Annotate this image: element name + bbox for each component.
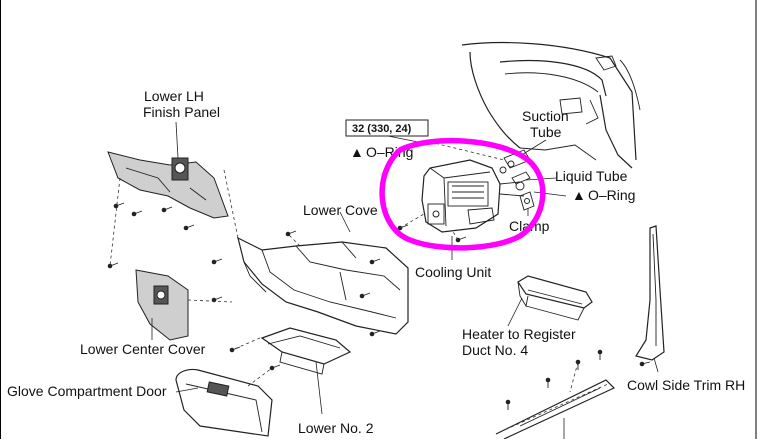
label-glove-compartment-door: Glove Compartment Door <box>7 383 167 399</box>
fastener-bolts <box>107 202 651 410</box>
torque-spec-text: 32 (330, 24) <box>352 123 412 135</box>
label-heater-duct-2: Duct No. 4 <box>462 342 528 358</box>
o-ring-marker-right: ▲ <box>572 187 586 203</box>
label-suction-tube-1: Suction <box>522 108 569 124</box>
label-liquid-tube: Liquid Tube <box>555 168 628 184</box>
cowl-side-trim <box>635 225 665 361</box>
label-lower-cover: Lower Cove <box>303 202 378 218</box>
clamp-part <box>519 191 535 211</box>
label-suction-tube-2: Tube <box>530 124 562 140</box>
o-ring-marker-left: ▲ <box>350 144 364 160</box>
heater-register-duct <box>517 275 593 321</box>
lower-lh-finish-panel <box>107 151 229 219</box>
highlight-circle <box>379 137 546 251</box>
assembly-guide-lines <box>109 141 579 393</box>
label-lower-lh-finish-panel-1: Lower LH <box>144 88 204 104</box>
scuff-plate <box>495 379 616 440</box>
torque-spec-box: 32 (330, 24) <box>345 119 429 137</box>
label-lower-no2: Lower No. 2 <box>298 420 374 436</box>
glove-compartment-door <box>175 368 273 437</box>
label-o-ring-right: O–Ring <box>588 187 635 203</box>
label-cooling-unit: Cooling Unit <box>415 264 491 280</box>
lower-center-cover <box>135 269 189 341</box>
dashboard-outline <box>461 41 641 169</box>
label-heater-duct-1: Heater to Register <box>462 326 576 342</box>
label-lower-center-cover: Lower Center Cover <box>80 341 206 357</box>
lower-cover-panel <box>237 236 409 335</box>
diagram-labels: Lower LH Finish Panel Lower Cove ▲ O–Rin… <box>7 88 745 436</box>
cooling-unit <box>421 159 525 233</box>
label-lower-lh-finish-panel-2: Finish Panel <box>143 104 220 120</box>
lower-no2-part <box>260 327 352 375</box>
diagram-border <box>0 0 757 439</box>
label-cowl-side-trim: Cowl Side Trim RH <box>627 377 745 393</box>
